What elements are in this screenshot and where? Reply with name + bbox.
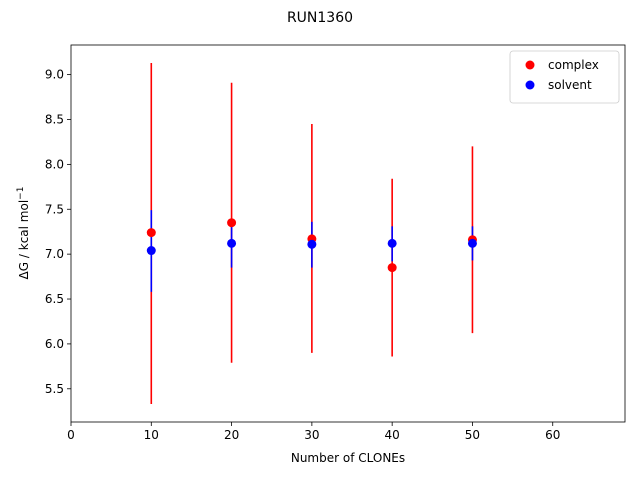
solvent-data-point [146,246,156,256]
solvent-data-point [307,239,317,249]
solvent-data-point [387,238,397,248]
complex-data-point [227,218,237,228]
plot-area: 0 10 20 30 40 50 60 5.5 6.0 6.5 7.0 7.5 8.0 8.5 9.0 com… [45,44,626,442]
y-axis-label-superscript: −1 [16,187,26,200]
chart-title: RUN1360 [287,10,353,26]
y-tick-label: 8.0 [45,157,64,171]
y-tick-label: 6.0 [45,337,64,351]
legend-box [509,50,620,104]
solvent-data-point [467,238,477,248]
legend-label-complex: complex [548,58,599,72]
x-tick-label: 10 [144,428,159,442]
y-tick-label: 9.0 [45,68,64,82]
complex-data-point [387,263,397,273]
x-tick-label: 20 [224,428,239,442]
x-tick-label: 30 [304,428,319,442]
x-tick-label: 40 [385,428,400,442]
x-tick-label: 60 [545,428,560,442]
y-tick-label: 5.5 [45,382,64,396]
x-tick-label: 50 [465,428,480,442]
legend-marker-solvent [525,80,535,90]
y-tick-label: 7.5 [45,202,64,216]
y-axis-label-main: ΔG / kcal mol [17,200,31,280]
x-tick-label: 0 [67,428,75,442]
y-tick-label: 8.5 [45,113,64,127]
axes-frame [70,44,626,423]
legend-label-solvent: solvent [548,78,592,92]
y-tick-label: 6.5 [45,292,64,306]
legend-marker-complex [525,60,535,70]
complex-data-point [146,228,156,238]
y-tick-label: 7.0 [45,247,64,261]
x-axis-label: Number of CLONEs [291,451,405,465]
y-axis-label: ΔG / kcal mol−1 [16,187,31,280]
solvent-data-point [227,238,237,248]
